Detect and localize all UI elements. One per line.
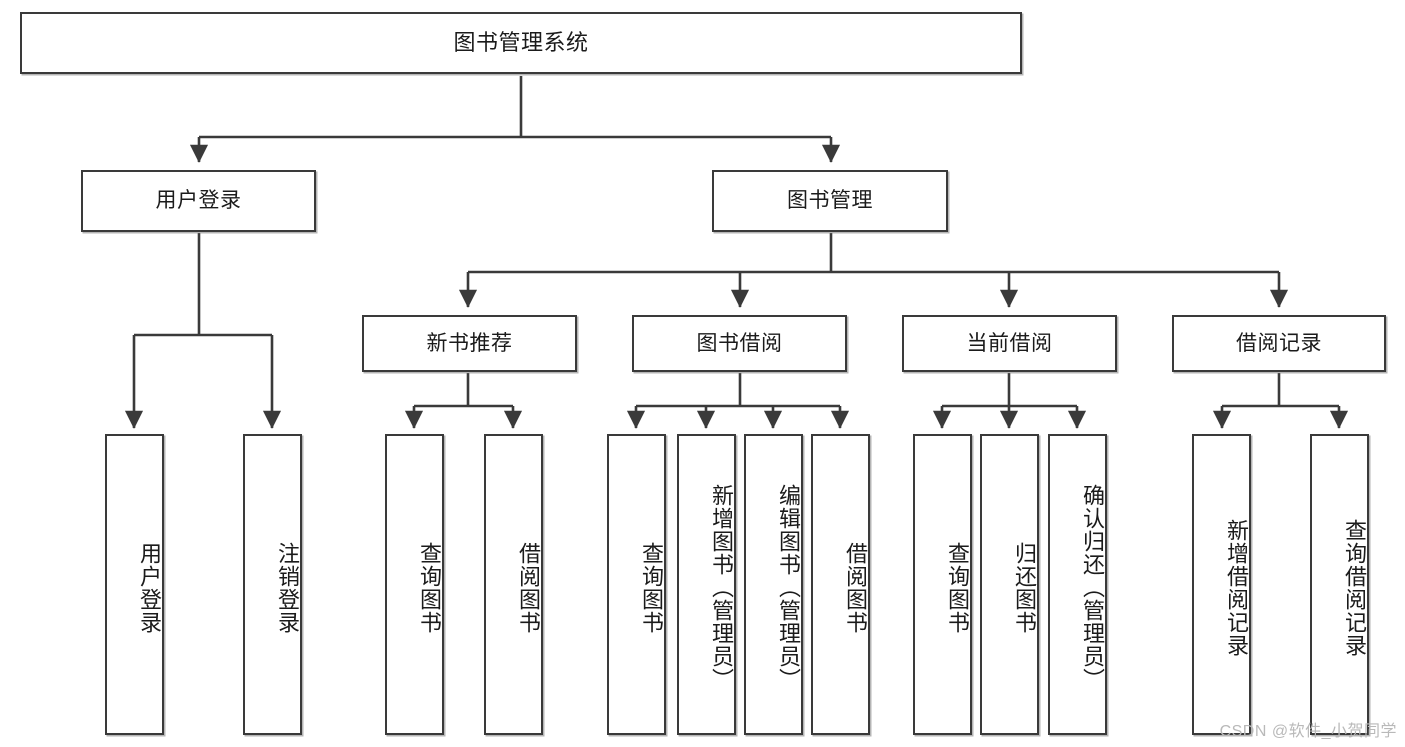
node-label: 当前借阅 <box>966 331 1053 355</box>
node-book-management-system[interactable]: 图书管理系统 <box>20 12 1022 74</box>
node-label: 借阅记录 <box>1236 331 1322 355</box>
node-label: 查询图书 <box>945 541 970 634</box>
node-label: 确认归还（管理员） <box>1080 484 1105 691</box>
node-leaf-logout-login[interactable]: 注销登录 <box>243 434 302 735</box>
node-label: 用户登录 <box>155 189 242 213</box>
node-user-login[interactable]: 用户登录 <box>81 170 316 232</box>
node-book-manage[interactable]: 图书管理 <box>712 170 948 232</box>
node-label: 用户登录 <box>137 541 162 634</box>
node-leaf-add-book-admin[interactable]: 新增图书（管理员） <box>677 434 736 735</box>
node-label: 查询图书 <box>639 541 664 634</box>
node-label: 图书管理 <box>787 189 873 213</box>
node-label: 查询图书 <box>417 541 442 634</box>
node-leaf-borrow-book-1[interactable]: 借阅图书 <box>484 434 543 735</box>
node-label: 图书借阅 <box>696 331 783 355</box>
node-leaf-add-borrow-record[interactable]: 新增借阅记录 <box>1192 434 1251 735</box>
node-leaf-query-book-1[interactable]: 查询图书 <box>385 434 444 735</box>
node-label: 借阅图书 <box>843 541 868 634</box>
node-label: 借阅图书 <box>516 541 541 634</box>
node-leaf-confirm-return[interactable]: 确认归还（管理员） <box>1048 434 1107 735</box>
node-label: 编辑图书（管理员） <box>776 484 801 691</box>
node-label: 归还图书 <box>1012 541 1037 634</box>
node-leaf-query-borrow-record[interactable]: 查询借阅记录 <box>1310 434 1369 735</box>
node-new-book-recommend[interactable]: 新书推荐 <box>362 315 577 372</box>
node-label: 新增借阅记录 <box>1224 518 1249 657</box>
watermark-text: CSDN @软件_小贺同学 <box>1219 723 1397 740</box>
node-label: 新增图书（管理员） <box>709 484 734 691</box>
node-borrow-record[interactable]: 借阅记录 <box>1172 315 1386 372</box>
node-label: 注销登录 <box>275 541 300 634</box>
node-label: 新书推荐 <box>426 331 513 355</box>
node-leaf-user-login[interactable]: 用户登录 <box>105 434 164 735</box>
node-leaf-borrow-book-2[interactable]: 借阅图书 <box>811 434 870 735</box>
node-label: 图书管理系统 <box>453 29 589 55</box>
node-leaf-return-book[interactable]: 归还图书 <box>980 434 1039 735</box>
node-current-borrow[interactable]: 当前借阅 <box>902 315 1117 372</box>
node-label: 查询借阅记录 <box>1342 518 1367 657</box>
node-book-borrow[interactable]: 图书借阅 <box>632 315 847 372</box>
node-leaf-query-book-3[interactable]: 查询图书 <box>913 434 972 735</box>
node-leaf-edit-book-admin[interactable]: 编辑图书（管理员） <box>744 434 803 735</box>
node-leaf-query-book-2[interactable]: 查询图书 <box>607 434 666 735</box>
